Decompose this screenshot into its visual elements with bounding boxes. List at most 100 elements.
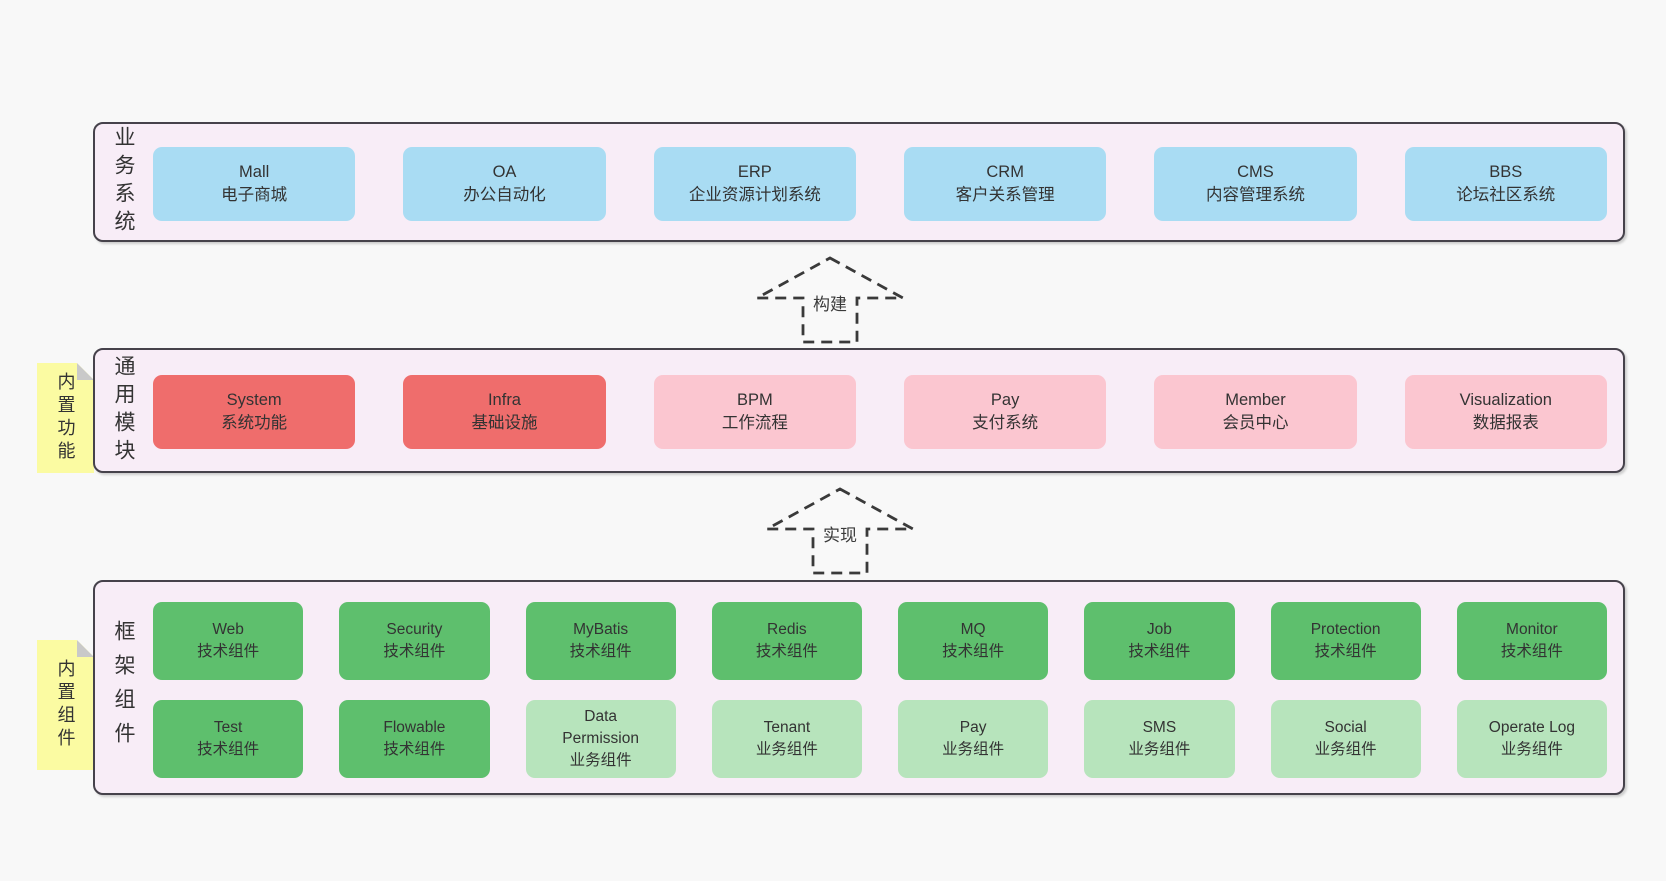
node-subtitle: 业务组件	[1500, 741, 1563, 758]
node-subtitle: 技术组件	[197, 741, 260, 758]
node-title: Monitor	[1506, 621, 1558, 638]
node-title: System	[226, 390, 282, 409]
arrow-label: 实现	[818, 520, 862, 547]
node-job: Job 技术组件	[1084, 602, 1235, 680]
node-mq: MQ 技术组件	[898, 602, 1049, 680]
node-subtitle: 办公自动化	[463, 186, 546, 204]
band-common-modules: 通用模块 System 系统功能 Infra 基础设施 BPM 工作流程 Pay…	[93, 348, 1625, 473]
node-sms: SMS 业务组件	[1084, 700, 1235, 778]
node-title: Job	[1146, 621, 1172, 638]
folded-corner-icon	[77, 363, 94, 380]
node-subtitle: 论坛社区系统	[1456, 186, 1556, 204]
node-title: BBS	[1489, 162, 1523, 181]
node-subtitle: 业务组件	[1314, 741, 1377, 758]
node-subtitle: 技术组件	[383, 741, 446, 758]
node-title: Pay	[959, 719, 987, 736]
node-subtitle: 技术组件	[1128, 643, 1191, 660]
band-label: 通用模块	[112, 354, 135, 467]
node-row: Test 技术组件 Flowable 技术组件 Data Permission …	[153, 700, 1607, 778]
node-title: Member	[1225, 390, 1286, 409]
node-subtitle: 业务组件	[569, 752, 632, 769]
band-framework-components: 框架组件 Web 技术组件 Security 技术组件 MyBatis 技术组件…	[93, 580, 1625, 795]
node-cms: CMS 内容管理系统	[1154, 147, 1357, 221]
node-subtitle: 技术组件	[755, 643, 818, 660]
node-security: Security 技术组件	[339, 602, 490, 680]
node-subtitle: 数据报表	[1472, 414, 1539, 432]
arrow-up-implement: 实现	[765, 487, 915, 575]
sticky-note-built-in-functions: 内置功能	[37, 363, 94, 473]
node-row: Mall 电子商城 OA 办公自动化 ERP 企业资源计划系统 CRM 客户关系…	[153, 147, 1607, 221]
node-protection: Protection 技术组件	[1270, 602, 1421, 680]
node-subtitle: 会员中心	[1222, 414, 1289, 432]
node-row: System 系统功能 Infra 基础设施 BPM 工作流程 Pay 支付系统…	[153, 375, 1607, 449]
node-test: Test 技术组件	[153, 700, 304, 778]
node-subtitle: 业务组件	[1128, 741, 1191, 758]
node-title: Web	[212, 621, 244, 638]
node-subtitle: 业务组件	[755, 741, 818, 758]
node-subtitle: 技术组件	[1500, 643, 1563, 660]
node-title: Test	[213, 719, 243, 736]
node-subtitle: 内容管理系统	[1205, 186, 1305, 204]
node-subtitle: 业务组件	[942, 741, 1005, 758]
node-operate-log: Operate Log 业务组件	[1456, 700, 1607, 778]
node-subtitle: 技术组件	[1314, 643, 1377, 660]
node-social: Social 业务组件	[1270, 700, 1421, 778]
node-title: Protection	[1310, 621, 1381, 638]
node-title: ERP	[737, 162, 772, 181]
node-crm: CRM 客户关系管理	[903, 147, 1107, 221]
node-title: BPM	[736, 390, 773, 409]
node-title: Mall	[239, 162, 270, 181]
arrow-up-build: 构建	[755, 256, 905, 344]
node-flowable: Flowable 技术组件	[339, 700, 490, 778]
sticky-note-built-in-components: 内置组件	[37, 640, 94, 770]
node-title: Pay	[990, 390, 1020, 409]
node-title: Tenant	[763, 719, 811, 736]
node-title: OA	[492, 162, 517, 181]
band-business-systems: 业务系统 Mall 电子商城 OA 办公自动化 ERP 企业资源计划系统 CRM…	[93, 122, 1625, 242]
node-subtitle: 技术组件	[569, 643, 632, 660]
node-erp: ERP 企业资源计划系统	[653, 147, 856, 221]
arrow-label: 构建	[808, 289, 852, 316]
node-member: Member 会员中心	[1154, 375, 1357, 449]
node-redis: Redis 技术组件	[711, 602, 862, 680]
node-title: Social	[1324, 719, 1367, 736]
node-title: Data Permission	[562, 708, 639, 747]
node-title: Infra	[487, 390, 521, 409]
node-title: Security	[386, 621, 443, 638]
node-monitor: Monitor 技术组件	[1456, 602, 1607, 680]
node-title: Flowable	[383, 719, 446, 736]
node-bbs: BBS 论坛社区系统	[1404, 147, 1607, 221]
node-title: MQ	[960, 621, 986, 638]
node-tenant: Tenant 业务组件	[711, 700, 862, 778]
node-title: CRM	[986, 162, 1024, 181]
node-row: Web 技术组件 Security 技术组件 MyBatis 技术组件 Redi…	[153, 602, 1607, 680]
node-data-permission: Data Permission 业务组件	[525, 700, 676, 778]
folded-corner-icon	[77, 640, 94, 657]
node-pay-component: Pay 业务组件	[898, 700, 1049, 778]
node-system: System 系统功能	[153, 375, 356, 449]
node-pay-module: Pay 支付系统	[903, 375, 1107, 449]
node-oa: OA 办公自动化	[403, 147, 606, 221]
node-subtitle: 企业资源计划系统	[688, 186, 821, 204]
node-infra: Infra 基础设施	[403, 375, 606, 449]
node-subtitle: 工作流程	[721, 414, 788, 432]
node-subtitle: 支付系统	[972, 414, 1039, 432]
node-subtitle: 电子商城	[221, 186, 288, 204]
node-subtitle: 技术组件	[383, 643, 446, 660]
band-label: 框架组件	[112, 619, 135, 756]
node-visualization: Visualization 数据报表	[1404, 375, 1607, 449]
node-title: SMS	[1142, 719, 1177, 736]
node-subtitle: 技术组件	[942, 643, 1005, 660]
band-label: 业务系统	[112, 126, 135, 238]
node-mall: Mall 电子商城	[153, 147, 356, 221]
node-title: Operate Log	[1488, 719, 1575, 736]
node-web: Web 技术组件	[153, 602, 304, 680]
sticky-note-text: 内置组件	[55, 659, 76, 751]
node-title: MyBatis	[573, 621, 629, 638]
node-subtitle: 客户关系管理	[955, 186, 1055, 204]
node-title: Redis	[767, 621, 807, 638]
node-bpm: BPM 工作流程	[653, 375, 856, 449]
node-subtitle: 基础设施	[471, 414, 538, 432]
node-subtitle: 系统功能	[221, 414, 288, 432]
node-subtitle: 技术组件	[197, 643, 260, 660]
